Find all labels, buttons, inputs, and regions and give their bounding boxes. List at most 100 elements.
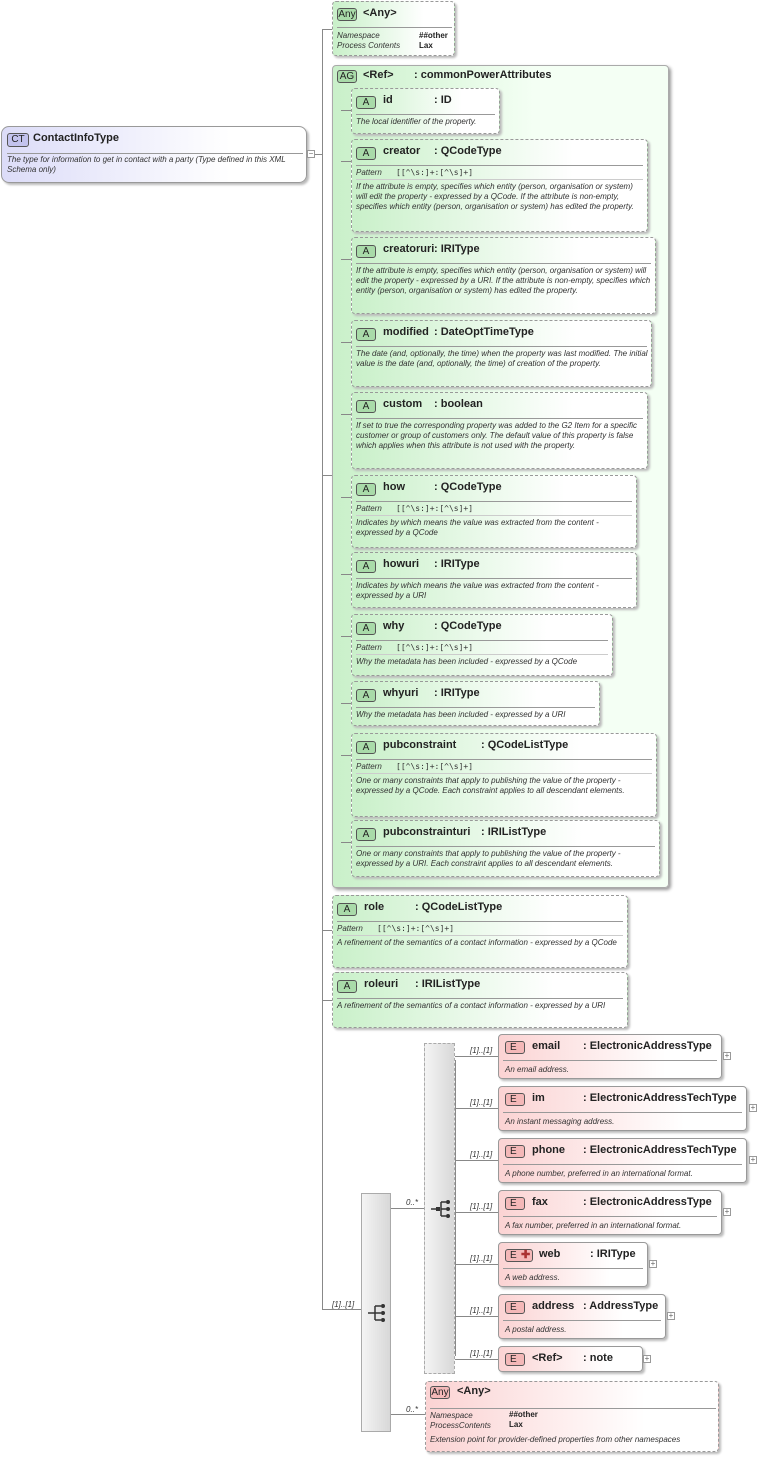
attribute-name: id: [383, 94, 393, 106]
element-type: : ElectronicAddressType: [583, 1040, 712, 1052]
element-multiplicity: [1]..[1]: [470, 1150, 493, 1159]
element-type: : IRIType: [590, 1248, 636, 1260]
pattern-label: Pattern: [337, 924, 363, 933]
expand-icon[interactable]: +: [749, 1155, 757, 1164]
attribute-type: : QCodeListType: [481, 739, 569, 751]
connector-element: [455, 1316, 498, 1317]
collapse-icon[interactable]: −: [307, 149, 315, 158]
attribute-name: whyuri: [383, 687, 419, 699]
connector-attribute: [341, 636, 351, 637]
separator: [356, 263, 651, 264]
element-multiplicity: [1]..[1]: [470, 1349, 493, 1358]
attribute-name: pubconstrainturi: [383, 826, 471, 838]
element-name: address: [532, 1300, 575, 1312]
attribute-desc: The date (and, optionally, the time) whe…: [356, 349, 648, 368]
any-element-bottom[interactable]: Any <Any> Namespace ##other ProcessConte…: [425, 1381, 719, 1452]
sequence-compositor[interactable]: [361, 1193, 391, 1432]
namespace-label: Namespace: [430, 1411, 473, 1420]
element-multiplicity: [1]..[1]: [470, 1306, 493, 1315]
pattern-value: [[^\s:]+:[^\s]+]: [396, 762, 474, 771]
connector-attribute: [341, 497, 351, 498]
expand-icon[interactable]: +: [723, 1207, 731, 1216]
separator: [503, 1060, 717, 1061]
separator: [337, 921, 623, 922]
expand-icon[interactable]: +: [749, 1103, 757, 1112]
pattern-value: [[^\s:]+:[^\s]+]: [396, 643, 474, 652]
element-desc: A web address.: [505, 1273, 560, 1282]
connector-attribute: [341, 414, 351, 415]
element-multiplicity: [1]..[1]: [470, 1202, 493, 1211]
expand-icon[interactable]: +: [643, 1354, 651, 1363]
attribute-badge: A: [356, 483, 376, 496]
pattern-label: Pattern: [356, 762, 382, 771]
attribute-badge: A: [356, 622, 376, 635]
connector-element: [455, 1212, 498, 1213]
element-badge: E: [505, 1197, 525, 1210]
complex-type-name: ContactInfoType: [33, 132, 119, 144]
separator: [356, 501, 632, 502]
connector-attribute: [341, 342, 351, 343]
attribute-badge: A: [356, 96, 376, 109]
attribute-badge: A: [356, 400, 376, 413]
attribute-badge: A: [356, 328, 376, 341]
element-desc: A postal address.: [505, 1325, 567, 1334]
pattern-value: [[^\s:]+:[^\s]+]: [377, 924, 455, 933]
connector-attribute: [341, 110, 351, 111]
any-badge: Any: [430, 1386, 450, 1399]
element-type: : AddressType: [583, 1300, 659, 1312]
sequence-multiplicity: [1]..[1]: [332, 1300, 355, 1309]
element-Ref[interactable]: E<Ref>: note: [498, 1346, 643, 1372]
connector-seq-any: [390, 1414, 425, 1415]
attribute-type: : DateOptTimeType: [434, 326, 534, 338]
connector-attribute: [341, 703, 351, 704]
any-attribute-top[interactable]: Any <Any> Namespace ##other Process Cont…: [332, 1, 455, 56]
attribute-badge: A: [356, 147, 376, 160]
process-contents-value: Lax: [509, 1420, 523, 1429]
element-type: : ElectronicAddressTechType: [583, 1144, 737, 1156]
separator: [356, 346, 647, 347]
expand-icon[interactable]: +: [649, 1259, 657, 1268]
attribute-badge: A: [337, 980, 357, 993]
connector-attribute: [341, 161, 351, 162]
expand-icon[interactable]: +: [723, 1051, 731, 1060]
choice-compositor[interactable]: [424, 1043, 455, 1374]
separator: [7, 153, 303, 154]
element-desc: An instant messaging address.: [505, 1117, 615, 1126]
pattern-label: Pattern: [356, 643, 382, 652]
separator: [356, 578, 632, 579]
complex-type-contactinfotype[interactable]: CT ContactInfoType The type for informat…: [1, 126, 307, 183]
attribute-desc: A refinement of the semantics of a conta…: [337, 1001, 606, 1010]
attribute-type: : IRIListType: [415, 978, 481, 990]
expand-icon[interactable]: +: [667, 1311, 675, 1320]
choice-icon: [431, 1200, 450, 1218]
separator: [356, 515, 632, 516]
attribute-name: howuri: [383, 558, 420, 570]
separator: [356, 654, 608, 655]
connector-element: [455, 1108, 498, 1109]
attribute-badge: A: [356, 741, 376, 754]
any-element-multiplicity: 0..*: [406, 1405, 419, 1414]
attribute-type: : QCodeType: [434, 481, 502, 493]
attribute-desc: The local identifier of the property.: [356, 117, 477, 126]
connector-roleuri: [322, 1000, 332, 1001]
attribute-desc: A refinement of the semantics of a conta…: [337, 938, 617, 947]
